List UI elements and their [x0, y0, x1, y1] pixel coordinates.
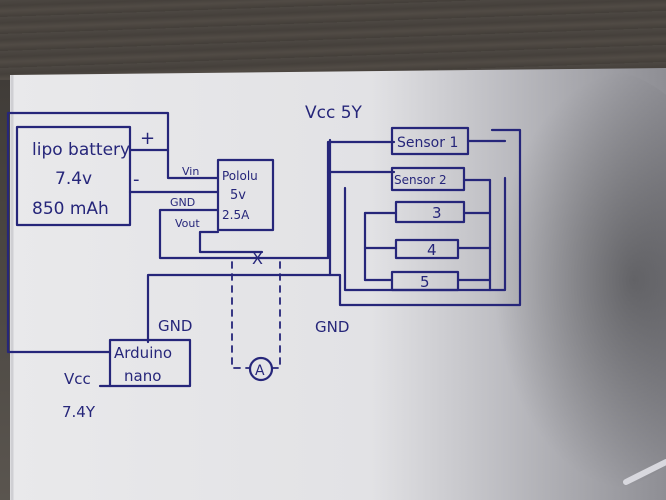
battery-label-1: lipo battery — [32, 140, 130, 160]
sensor-3-label: 3 — [432, 204, 442, 222]
vin-wire — [166, 148, 220, 180]
sensor-3: 3 — [363, 200, 492, 224]
regulator-line-2: 5v — [230, 188, 246, 203]
sensor-5: 5 — [363, 270, 492, 292]
pin-gnd: GND — [170, 196, 195, 209]
ammeter-probe-right — [271, 261, 281, 369]
break-mark: X — [252, 249, 263, 268]
vout-wire — [198, 230, 264, 254]
battery-plus: + — [140, 128, 155, 149]
ammeter-circle — [248, 356, 274, 382]
regulator: Pololu 5v 2.5A Vin GND Vout — [170, 158, 275, 232]
battery-minus: - — [133, 169, 140, 190]
pin-vout: Vout — [175, 217, 200, 230]
ammeter-label: A — [255, 363, 265, 379]
gnd-right-label: GND — [315, 318, 349, 336]
regulator-line-3: 2.5A — [222, 208, 250, 222]
battery-label-2: 7.4v — [55, 169, 92, 189]
vcc-bottom-voltage: 7.4Y — [62, 403, 96, 421]
gnd-left-label: GND — [158, 317, 192, 335]
sensor-2-label: Sensor 2 — [394, 173, 447, 187]
sensor-4: 4 — [363, 238, 492, 260]
vcc-top-label: Vcc 5Y — [305, 103, 363, 123]
pin-vin: Vin — [182, 165, 199, 178]
sensor-4-label: 4 — [427, 241, 437, 259]
sensor-5-label: 5 — [420, 273, 430, 291]
pen-tip — [623, 459, 666, 485]
wood-table — [0, 0, 666, 80]
regulator-line-1: Pololu — [222, 169, 258, 183]
gnd-drop-wire — [158, 208, 330, 260]
vcc-bus — [326, 140, 396, 260]
hand-shadow — [460, 70, 666, 490]
arduino-line-2: nano — [124, 367, 161, 385]
battery-label-3: 850 mAh — [32, 199, 109, 219]
sensor-1-label: Sensor 1 — [397, 135, 458, 151]
battery-loop-wire — [6, 111, 170, 354]
gnd-rail — [146, 138, 332, 344]
sensor-1: Sensor 1 — [390, 126, 507, 156]
arduino-line-1: Arduino — [114, 344, 172, 362]
ammeter-probe-left — [231, 261, 251, 369]
battery: lipo battery 7.4v 850 mAh + - — [15, 125, 155, 227]
gnd-rail-return — [328, 128, 522, 307]
sensor-2: Sensor 2 — [390, 166, 492, 192]
arduino: Arduino nano — [98, 338, 192, 388]
vcc-bottom-label: Vcc — [64, 370, 91, 388]
